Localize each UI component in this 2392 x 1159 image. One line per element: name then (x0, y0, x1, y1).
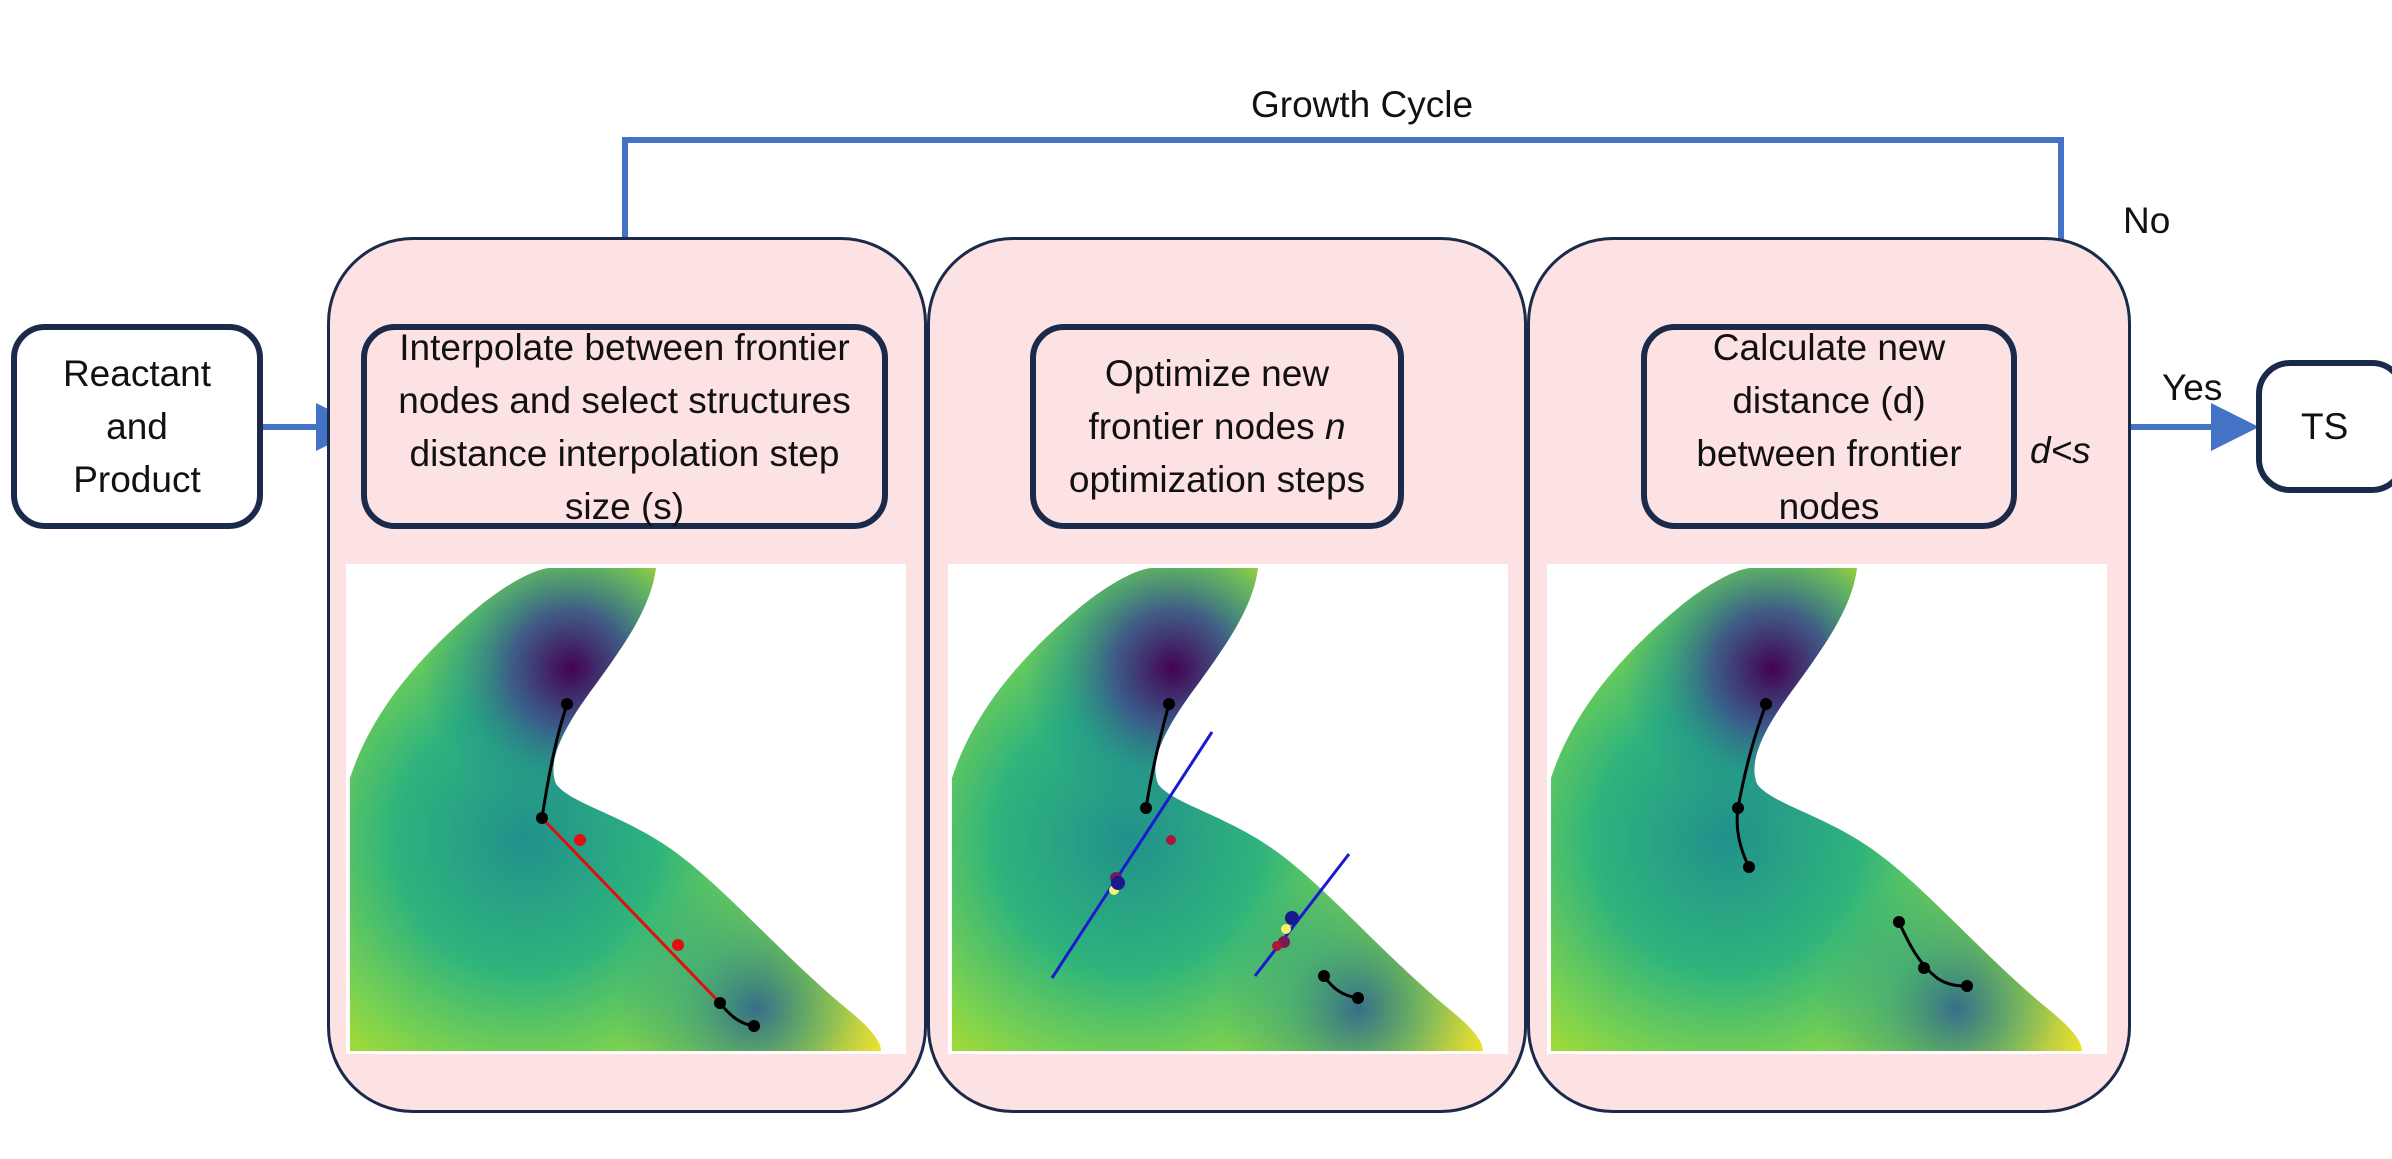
reactant-product-node: Reactant and Product (11, 324, 263, 529)
ts-node: TS (2256, 360, 2392, 493)
surface-well-lower (1551, 568, 2082, 1051)
path-node (1760, 698, 1772, 710)
growth-cycle-label: Growth Cycle (1251, 84, 1474, 125)
optimized-node-start (1272, 941, 1282, 951)
surface-group (952, 568, 1483, 1051)
interpolation-line (540, 816, 722, 1005)
surface-group (1551, 568, 2082, 1051)
optimized-node-start (1166, 835, 1176, 845)
surface-group (350, 568, 881, 1051)
energy-surface-plot-calculate (1547, 564, 2107, 1054)
path-node (748, 1020, 760, 1032)
path-node (1961, 980, 1973, 992)
reactant-product-text: Reactant and Product (62, 353, 212, 500)
no-label: No (2123, 200, 2171, 241)
path-segment (1897, 921, 1968, 988)
ts-text: TS (2301, 406, 2349, 447)
surface-well-lower (952, 568, 1483, 1051)
optimize-node: Optimize new frontier nodes n optimizati… (1030, 324, 1404, 529)
path-segment (540, 703, 569, 819)
optimized-node (1285, 911, 1299, 925)
path-node (536, 812, 548, 824)
path-node (561, 698, 573, 710)
path-node (1732, 802, 1744, 814)
path-node (1743, 861, 1755, 873)
path-node (1352, 992, 1364, 1004)
interpolated-node (672, 939, 684, 951)
calculate-node: Calculate new distance (d) between front… (1641, 324, 2017, 529)
path-node (1893, 916, 1905, 928)
energy-surface-plot-interpolate (346, 564, 906, 1054)
optimize-text-pre: Optimize new frontier nodes (1088, 353, 1330, 447)
interpolate-node: Interpolate between frontier nodes and s… (361, 324, 888, 529)
path-segment (1144, 703, 1171, 809)
surface-svg (350, 568, 881, 1051)
surface-svg (952, 568, 1483, 1051)
surface-svg (1551, 568, 2082, 1051)
path-node (1163, 698, 1175, 710)
path-node (1318, 970, 1330, 982)
surface-well-lower (350, 568, 881, 1051)
interpolate-text: Interpolate between frontier nodes and s… (398, 326, 851, 527)
optimized-node (1111, 876, 1125, 890)
energy-surface-plot-optimize (948, 564, 1508, 1054)
optimization-line (1050, 731, 1214, 979)
optimize-text: Optimize new frontier nodes n optimizati… (1036, 347, 1398, 506)
path-segment (1736, 703, 1768, 809)
path-node (714, 997, 726, 1009)
optimize-variable: n (1324, 406, 1346, 447)
condition-label: d<s (2030, 430, 2091, 471)
interpolated-node (574, 834, 586, 846)
path-node (1140, 802, 1152, 814)
calculate-text: Calculate new distance (d) between front… (1696, 326, 1962, 527)
yes-label: Yes (2162, 367, 2223, 408)
optimization-line (1253, 853, 1351, 977)
optimize-text-post: optimization steps (1068, 459, 1366, 500)
optimized-node-highlight (1281, 924, 1291, 934)
path-node (1918, 962, 1930, 974)
